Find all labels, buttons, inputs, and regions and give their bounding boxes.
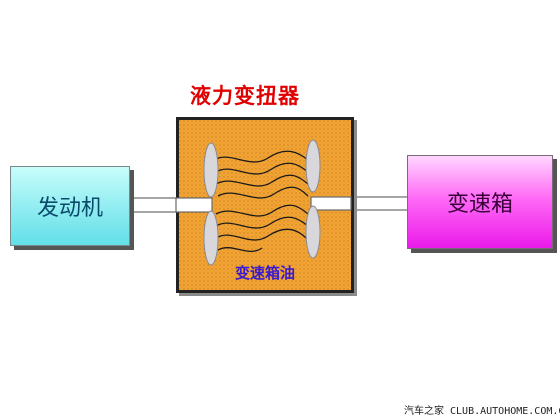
- gearbox-box: 变速箱: [407, 155, 553, 249]
- watermark-footer: 汽车之家 CLUB.AUTOHOME.COM.CN: [404, 406, 560, 417]
- oil-label: 变速箱油: [235, 264, 296, 282]
- engine-box: 发动机: [10, 166, 130, 246]
- diagram-title: 液力变扭器: [190, 84, 300, 108]
- torque-converter-housing: 变速箱油: [176, 117, 354, 293]
- gearbox-label: 变速箱: [446, 192, 513, 217]
- engine-label: 发动机: [36, 196, 103, 221]
